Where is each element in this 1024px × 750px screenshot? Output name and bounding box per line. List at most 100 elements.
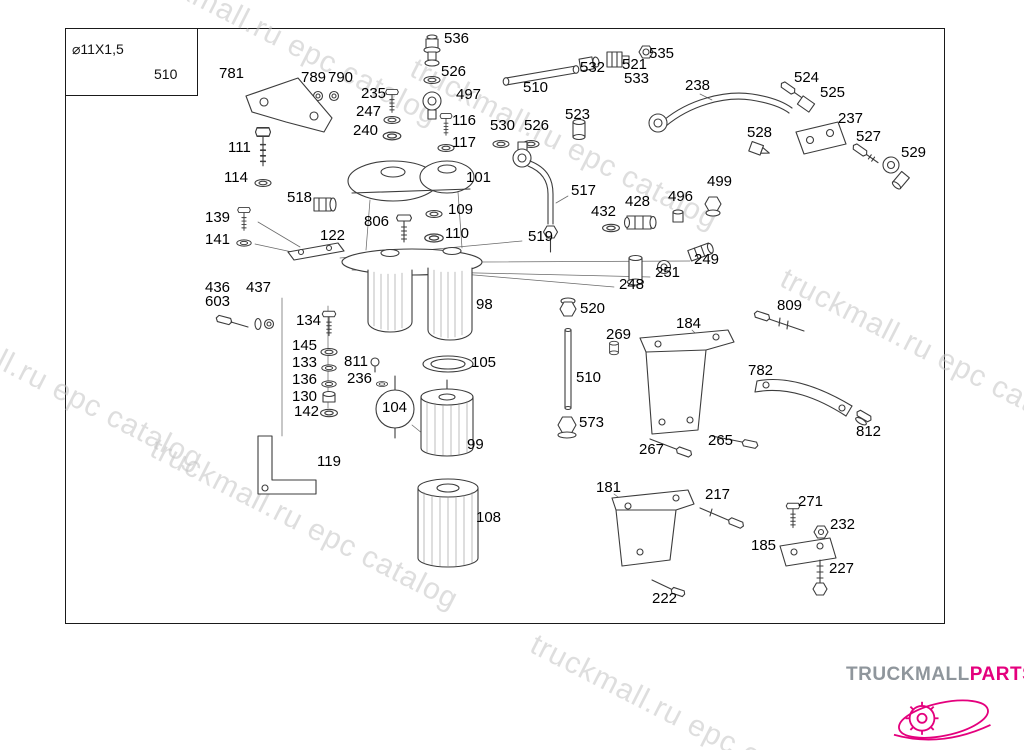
part-label-499: 499 [707,173,733,190]
part-label-185: 185 [751,537,777,554]
part-499-drawing [704,196,722,217]
part-label-181: 181 [596,479,622,496]
part-label-811: 811 [344,353,368,370]
part-label-521: 521 [622,56,648,73]
logo-text: TRUCKMALLPARTS [846,664,1024,686]
part-101-drawing [347,160,475,202]
inset-callout: ⌀11X1,5 510 [65,28,198,96]
part-185-drawing [779,537,837,567]
part-517-drawing [512,141,554,225]
part-label-134: 134 [296,312,322,329]
part-label-136: 136 [292,371,318,388]
part-label-104: 104 [382,399,408,416]
part-label-526: 526 [441,63,467,80]
part-label-525: 525 [820,84,846,101]
part-label-510: 510 [576,369,602,386]
part-label-782: 782 [748,362,774,379]
part-811-drawing [370,357,380,373]
part-510-pipe-drawing [502,65,580,86]
part-812-drawing [855,409,872,426]
part-536-drawing [423,34,441,67]
part-521-533-drawing [606,51,630,68]
part-label-812: 812 [856,423,882,440]
part-label-269: 269 [606,326,632,343]
part-436-drawing [215,314,249,328]
part-label-237: 237 [838,110,864,127]
part-label-528: 528 [747,124,773,141]
part-label-510: 510 [523,79,549,96]
part-184-drawing [639,329,735,435]
part-label-265: 265 [708,432,734,449]
part-label-428: 428 [625,193,651,210]
part-535-drawing [638,45,654,59]
part-108-drawing [417,478,479,568]
part-249-drawing [687,242,714,262]
part-label-110: 110 [445,225,469,242]
part-label-235: 235 [361,85,387,102]
part-label-99: 99 [467,436,484,453]
part-238-drawing [648,92,793,133]
part-label-790: 790 [328,69,354,86]
part-520-drawing [559,297,577,317]
part-518-drawing [313,197,337,212]
part-label-530: 530 [490,117,516,134]
part-label-238: 238 [685,77,711,94]
part-98-drawing [341,246,483,341]
part-label-232: 232 [830,516,856,533]
part-496-drawing [672,209,684,223]
part-label-227: 227 [829,560,855,577]
part-181-drawing [611,489,695,567]
part-label-496: 496 [668,188,694,205]
part-248-drawing [626,254,645,286]
part-428-drawing [623,215,657,230]
part-label-116: 116 [452,112,476,129]
part-label-111: 111 [228,139,251,156]
part-label-271: 271 [798,493,824,510]
part-label-142: 142 [294,403,320,420]
part-532-drawing [578,56,600,72]
part-label-145: 145 [292,337,318,354]
part-573-drawing [557,416,577,439]
part-99-drawing [420,379,474,457]
part-809-drawing [753,310,805,332]
part-782-drawing [754,378,853,417]
part-label-436: 436 [205,279,231,296]
part-label-789: 789 [301,69,327,86]
part-237-drawing [795,121,847,155]
part-265-drawing [711,435,759,449]
part-label-139: 139 [205,209,231,226]
part-label-518: 518 [287,189,313,206]
part-label-114: 114 [224,169,248,186]
part-251-drawing [656,259,672,275]
part-label-529: 529 [901,144,927,161]
part-122-drawing [287,242,345,261]
part-525-drawing [796,95,816,113]
part-label-109: 109 [448,201,474,218]
part-label-526: 526 [524,117,550,134]
part-217-drawing [699,507,744,529]
part-label-217: 217 [705,486,731,503]
part-267-drawing [649,438,693,458]
callout-circle-104 [375,375,415,439]
part-label-573: 573 [579,414,605,431]
truckmall-gear-icon [893,699,991,741]
part-label-105: 105 [471,354,497,371]
part-label-497: 497 [456,86,482,103]
part-222-drawing [651,579,686,598]
part-label-240: 240 [353,122,379,139]
part-label-519: 519 [528,228,554,245]
inset-dimension: ⌀11X1,5 [72,41,124,57]
part-label-101: 101 [466,169,492,186]
part-119-drawing [257,435,317,495]
part-label-247: 247 [356,103,382,120]
part-label-806: 806 [364,213,390,230]
part-523-drawing [572,118,586,141]
part-label-517: 517 [571,182,597,199]
part-label-437: 437 [246,279,272,296]
part-label-781: 781 [219,65,245,82]
part-label-249: 249 [694,251,720,268]
logo-text-parts: PARTS [969,664,1024,685]
part-label-98: 98 [476,296,493,313]
